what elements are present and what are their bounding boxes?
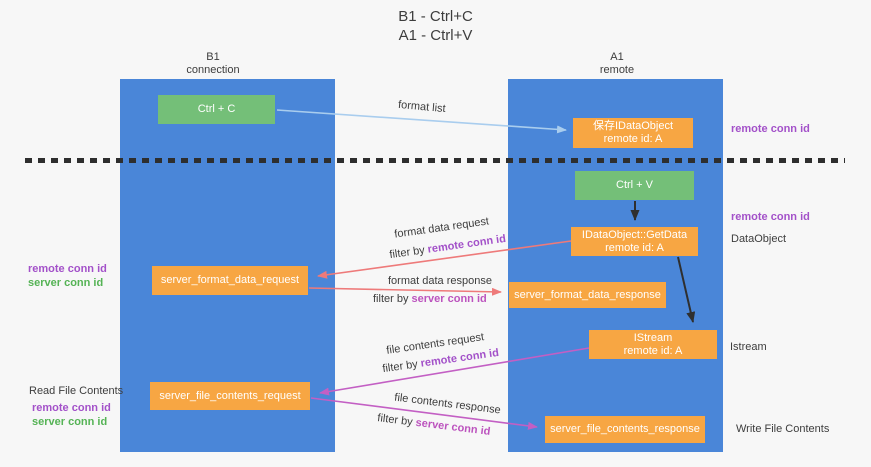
ctrl-c-box: Ctrl + C [158,95,275,124]
title-line-2: A1 - Ctrl+V [398,27,473,44]
read-file-contents-label: Read File Contents [29,385,124,397]
ctrl-v-label: Ctrl + V [616,179,653,191]
save-idataobject-line2: remote id: A [603,133,663,145]
remote-conn-id-label-right-1: remote conn id [731,123,810,135]
server-file-contents-response-box: server_file_contents_response [545,416,705,443]
server-conn-id-label-left-2: server conn id [32,416,108,428]
server-format-data-response-box: server_format_data_response [509,282,666,308]
filter-by-text: filter by [376,412,414,429]
title-line-1: B1 - Ctrl+C [398,8,473,25]
lane-header-b1: B1 connection [153,51,273,77]
getdata-line2: remote id: A [605,241,664,254]
remote-conn-id-label-left-2: remote conn id [32,402,111,414]
lane-b1-subtitle: connection [186,64,240,76]
format-data-response-label: format data response [388,275,492,287]
filter-by-text: filter by [381,358,419,376]
diagram-title: B1 - Ctrl+C A1 - Ctrl+V [0,7,871,45]
filter-by-server-conn-id-label-2: filter by server conn id [377,412,491,438]
remote-conn-id-inline: remote conn id [426,232,507,256]
istream-line2: remote id: A [623,344,683,357]
file-contents-response-label: file contents response [393,391,502,417]
istream-box: IStream remote id: A [589,330,717,359]
remote-conn-id-label-left-1: remote conn id [28,263,107,275]
getdata-line1: IDataObject::GetData [581,228,688,241]
lane-a1-title: A1 [610,51,624,63]
istream-side-label: Istream [730,341,767,353]
filter-by-text: filter by [373,293,409,305]
file-response-label: server_file_contents_response [550,423,700,435]
filter-by-text: filter by [388,244,426,262]
server-conn-id-label-left-1: server conn id [28,277,104,289]
format-response-label: server_format_data_response [514,288,661,301]
lane-header-a1: A1 remote [557,51,677,77]
server-conn-id-inline: server conn id [411,293,487,305]
write-file-contents-label: Write File Contents [736,423,830,435]
format-list-label: format list [397,98,447,116]
ctrl-c-label: Ctrl + C [197,103,236,115]
format-request-label: server_format_data_request [160,274,300,286]
remote-conn-id-label-right-2: remote conn id [731,211,810,223]
save-idataobject-line1: 保存IDataObject [592,120,674,132]
server-format-data-request-box: server_format_data_request [152,266,308,295]
istream-line1: IStream [633,331,673,344]
arrow-format-data-response [308,287,502,296]
lane-a1-subtitle: remote [599,64,635,76]
server-conn-id-inline: server conn id [414,416,492,438]
ctrl-v-box: Ctrl + V [575,171,694,200]
filter-by-server-conn-id-label-1: filter by server conn id [373,293,487,305]
idataobject-getdata-box: IDataObject::GetData remote id: A [571,227,698,256]
dashed-divider [25,158,845,163]
lane-b1-title: B1 [206,51,220,63]
file-request-label: server_file_contents_request [159,389,301,402]
server-file-contents-request-box: server_file_contents_request [150,382,310,410]
dataobject-label: DataObject [731,233,787,245]
save-idataobject-box: 保存IDataObject remote id: A [573,118,693,148]
